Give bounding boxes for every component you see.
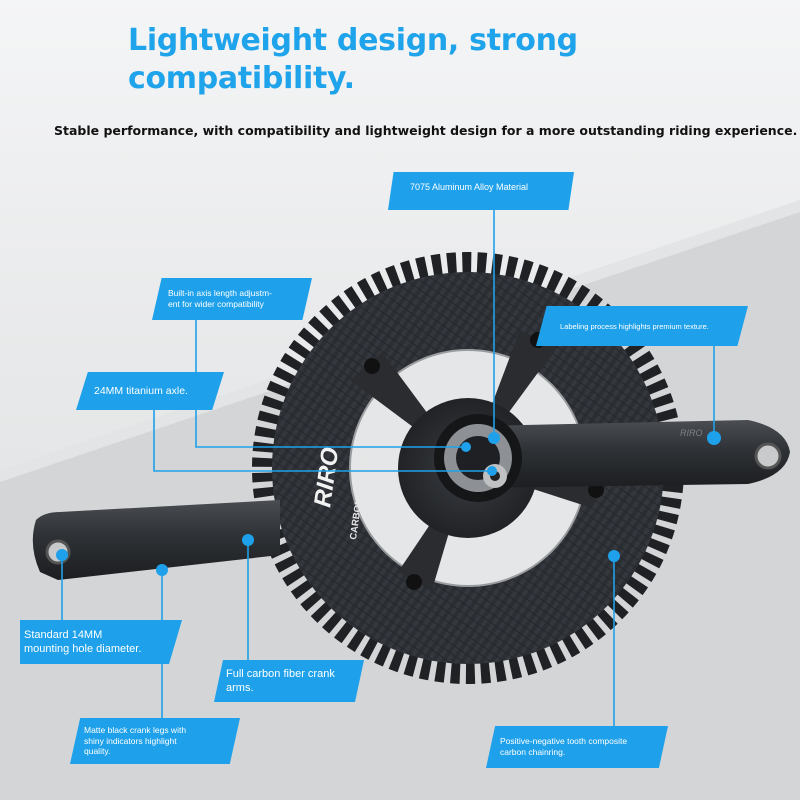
callout-alloy-text: 7075 Aluminum Alloy Material bbox=[410, 182, 529, 192]
callout-axle-text: 24MM titanium axle. bbox=[94, 385, 188, 397]
callout-matte-legs: Matte black crank legs with shiny indica… bbox=[70, 718, 240, 764]
callout-carbon-line1: Full carbon fiber crank bbox=[226, 668, 335, 680]
callout-alloy-material: 7075 Aluminum Alloy Material bbox=[388, 172, 574, 210]
right-crank-arm bbox=[478, 420, 790, 488]
crank-print: RIRO bbox=[680, 428, 703, 438]
callout-hole-line2: mounting hole diameter. bbox=[24, 643, 142, 655]
callout-titanium-axle: 24MM titanium axle. bbox=[76, 372, 224, 410]
callout-axis-line1: Built-in axis length adjustm- bbox=[168, 288, 272, 298]
subheadline: Stable performance, with compatibility a… bbox=[54, 123, 798, 138]
callout-labeling-process: Labeling process highlights premium text… bbox=[536, 306, 748, 346]
callout-tooth-line2: carbon chainring. bbox=[500, 747, 566, 757]
axle-cap bbox=[434, 414, 522, 502]
callout-axis-adjustment: Built-in axis length adjustm- ent for wi… bbox=[152, 278, 312, 320]
headline: Lightweight design, strong compatibility… bbox=[128, 23, 578, 96]
callout-matte-line3: quality. bbox=[84, 746, 111, 757]
callout-axis-line2: ent for wider compatibility bbox=[168, 299, 264, 309]
left-crank-arm bbox=[32, 500, 280, 580]
callout-carbon-arms: Full carbon fiber crank arms. bbox=[214, 660, 364, 702]
callout-labeling-text: Labeling process highlights premium text… bbox=[560, 321, 709, 331]
callout-tooth-chainring: Positive-negative tooth composite carbon… bbox=[486, 726, 668, 768]
callout-hole-line1: Standard 14MM bbox=[24, 629, 103, 641]
callout-matte-line1: Matte black crank legs with bbox=[84, 725, 187, 736]
callout-tooth-line1: Positive-negative tooth composite bbox=[500, 736, 628, 746]
callout-carbon-line2: arms. bbox=[226, 682, 254, 694]
callout-matte-line2: shiny indicators highlight bbox=[84, 735, 177, 746]
callout-mounting-hole: Standard 14MM mounting hole diameter. bbox=[20, 620, 182, 664]
